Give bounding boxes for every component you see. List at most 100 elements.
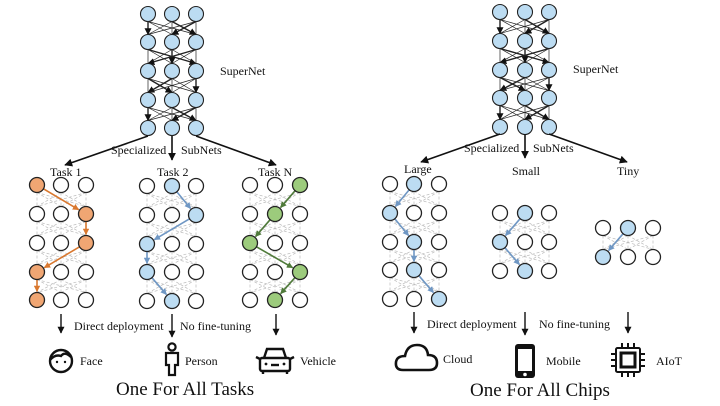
subnet-node: [540, 204, 558, 222]
supernet-node: [516, 118, 534, 136]
target-label-person: Person: [185, 354, 218, 368]
subnet-small: [491, 204, 558, 280]
supernet-node: [187, 62, 205, 80]
subnet-dashed-edge: [389, 277, 415, 292]
supernet-node: [187, 91, 205, 109]
subnet-node: [381, 233, 399, 251]
subnet-dashed-edge: [60, 279, 87, 293]
branch-arrow: [548, 133, 628, 164]
subnet-node: [187, 177, 205, 195]
person-icon: [164, 342, 180, 377]
cloud-icon: [394, 343, 439, 372]
panel-tasks: SuperNet Specialized SubNets Task 1 Task…: [28, 5, 336, 400]
target-label-cloud: Cloud: [443, 352, 472, 366]
subnet-active-node: [241, 234, 259, 252]
supernet-node: [139, 119, 157, 137]
supernet-edge: [524, 18, 550, 35]
supernet-node: [163, 5, 181, 23]
subnet-path-edge: [279, 190, 296, 209]
subnet-dashed-edge: [146, 251, 173, 265]
supernet-graph: [139, 5, 205, 137]
subnet-node: [163, 263, 181, 281]
subnet-node: [516, 233, 534, 251]
supernet-edge: [147, 78, 197, 93]
subnet-active-node: [77, 234, 95, 252]
subnet-label-task-n: Task N: [258, 165, 292, 179]
supernet-node: [540, 118, 558, 136]
subnet-path-edge: [394, 189, 410, 207]
subnet-active-node: [28, 176, 46, 194]
supernet-edge: [147, 48, 197, 66]
panel-title-chips: One For All Chips: [470, 380, 610, 401]
supernet-edge: [171, 106, 197, 122]
supernet-edge: [499, 19, 550, 34]
subnet-dashed-edge: [146, 193, 197, 208]
subnet-dashed-edge: [499, 249, 550, 264]
subnet-active-node: [77, 205, 95, 223]
supernet-edge: [524, 104, 550, 121]
subnet-path-edge: [176, 191, 192, 209]
subnet-dashed-edge: [274, 221, 301, 236]
subnet-node: [241, 263, 259, 281]
subnet-node: [187, 292, 205, 310]
branch-arrow: [64, 135, 149, 167]
subnet-node: [163, 235, 181, 253]
subnet-path-edge: [280, 277, 296, 295]
subnet-dashed-edge: [60, 221, 87, 236]
subnet-active-node: [516, 204, 534, 222]
supernet-node: [516, 32, 534, 50]
supernet-edge: [499, 77, 550, 91]
subnet-node: [241, 291, 259, 309]
subnet-active-node: [28, 263, 46, 281]
supernet-node: [163, 119, 181, 137]
mobile-phone-icon: [515, 344, 535, 378]
supernet-node: [491, 61, 509, 79]
supernet-node: [163, 62, 181, 80]
supernet-edge: [524, 77, 550, 91]
subnet-active-node: [291, 263, 309, 281]
target-label-face: Face: [80, 354, 103, 368]
supernet-node: [491, 118, 509, 136]
subnet-active-node: [619, 219, 637, 237]
subnet-active-node: [491, 233, 509, 251]
subnet-dashed-edge: [389, 277, 415, 292]
specialized-label: Specialized: [111, 143, 166, 157]
supernet-edge: [147, 77, 173, 94]
subnet-dashed-edge: [389, 220, 440, 235]
subnet-dashed-edge: [249, 192, 301, 207]
subnet-node: [594, 219, 612, 237]
subnet-active-node: [594, 248, 612, 266]
subnet-node: [52, 263, 70, 281]
supernet-node: [491, 3, 509, 21]
subnet-dashed-edge: [274, 250, 301, 265]
supernet-edge: [499, 105, 526, 120]
supernet-edge: [147, 107, 197, 121]
subnet-dashed-edge: [60, 192, 87, 207]
car-icon: [255, 347, 295, 374]
subnet-label-task-2: Task 2: [157, 165, 189, 179]
subnet-node: [430, 261, 448, 279]
subnet-dashed-edge: [249, 192, 276, 207]
subnet-dashed-edge: [36, 250, 62, 265]
subnet-dashed-edge: [249, 279, 301, 293]
subnet-dashed-edge: [413, 191, 440, 206]
subnet-node: [77, 263, 95, 281]
subnet-dashed-edge: [36, 279, 62, 293]
subnet-task-n: [241, 176, 309, 309]
supernet-node: [139, 33, 157, 51]
target-label-mobile: Mobile: [546, 354, 581, 368]
subnet-task-2: [138, 177, 205, 310]
subnet-node: [291, 205, 309, 223]
subnet-node: [77, 176, 95, 194]
subnet-dashed-edge: [171, 279, 197, 294]
supernet-node: [163, 33, 181, 51]
subnet-dashed-edge: [627, 235, 654, 250]
supernet-edge: [171, 78, 197, 93]
subnet-dashed-edge: [249, 221, 301, 236]
subnet-dashed-edge: [36, 221, 62, 236]
subnet-dashed-edge: [36, 192, 62, 207]
subnet-node: [266, 176, 284, 194]
subnet-node: [644, 219, 662, 237]
subnet-active-node: [138, 235, 156, 253]
